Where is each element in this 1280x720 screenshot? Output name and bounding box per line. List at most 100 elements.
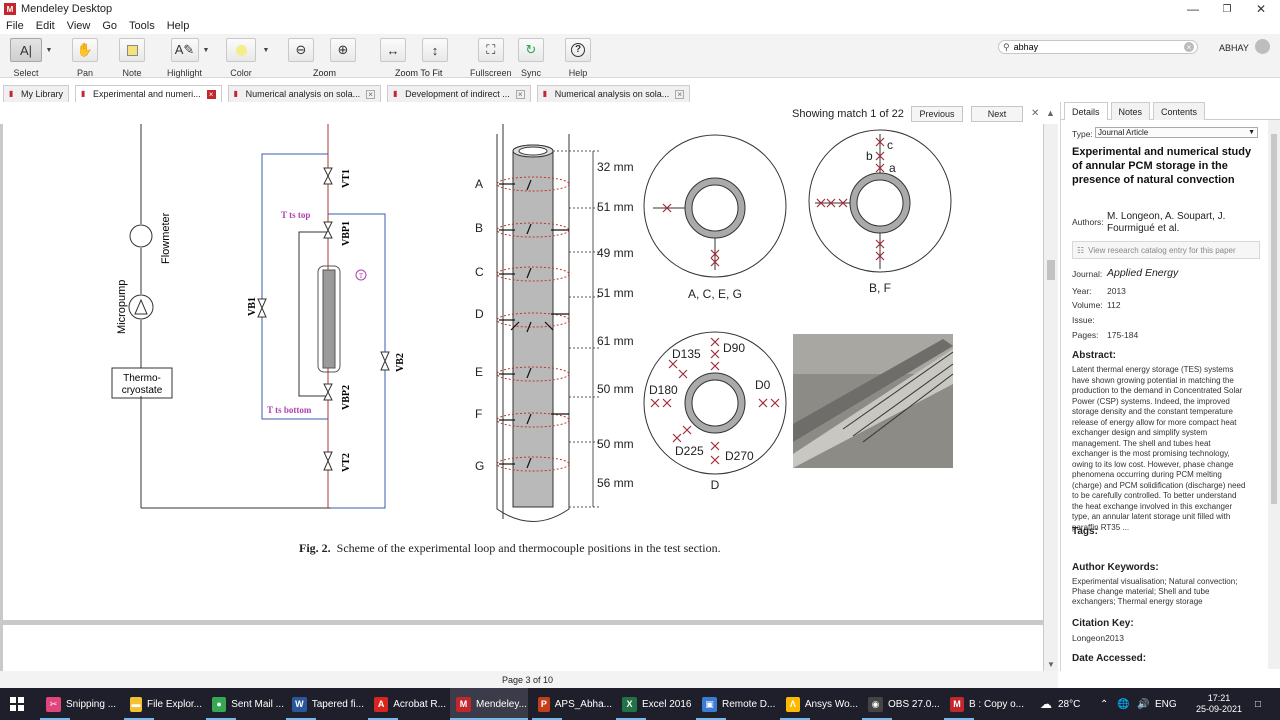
close-tab-icon[interactable]: × [206,89,216,99]
tab-my-library[interactable]: ▮ My Library [3,85,70,102]
tab-details[interactable]: Details [1064,102,1108,120]
type-select[interactable]: Journal Article▼ [1095,127,1258,138]
angle-label: D180 [649,383,678,397]
minimize-button[interactable]: — [1176,0,1210,18]
app-icon: ▬ [130,696,142,712]
running-indicator [862,718,892,720]
highlight-tool[interactable]: A✎ Highlight [167,38,202,78]
pdf-viewer[interactable]: Flowmeter Micropump Thermo- cryostate VT… [0,124,1058,671]
help-button[interactable]: ? Help [565,38,591,78]
language-indicator[interactable]: ENG [1155,688,1177,720]
highlight-dropdown[interactable]: ▼ [201,38,211,62]
section-letter-f: F [475,407,482,421]
maximize-button[interactable]: ❐ [1210,0,1244,18]
year-value[interactable]: 2013 [1107,286,1126,296]
start-button[interactable] [10,688,24,720]
dimension-label: 61 mm [597,334,634,348]
close-search-icon[interactable]: ✕ [1031,108,1040,119]
journal-value[interactable]: Applied Energy [1107,267,1179,279]
type-label: Type: [1072,129,1093,139]
citation-key-value[interactable]: Longeon2013 [1072,633,1125,643]
chevron-down-icon: ▼ [202,46,210,54]
select-tool[interactable]: A| Select [10,38,42,78]
clock[interactable]: 17:21 25-09-2021 [1190,688,1248,720]
tray-overflow[interactable]: ⌃ [1100,688,1108,720]
close-tab-icon[interactable]: × [675,89,685,99]
cross-section-bf [808,129,952,273]
taskbar-app[interactable]: ◉OBS 27.0... [862,688,940,720]
avatar[interactable] [1255,39,1270,54]
scrollbar-thumb[interactable] [1271,134,1277,504]
color-dropdown[interactable]: ▼ [261,38,271,62]
taskbar-app[interactable]: ●Sent Mail ... [206,688,284,720]
user-name[interactable]: ABHAY [1219,43,1249,53]
zoom-in-button[interactable]: ⊕ [330,38,356,62]
pages-value[interactable]: 175-184 [1107,330,1139,340]
section-letter-g: G [475,459,484,473]
library-icon: ▮ [9,89,14,98]
notifications-button[interactable]: □ [1255,688,1261,720]
keywords-value[interactable]: Experimental visualisation; Natural conv… [1072,577,1238,606]
fullscreen-button[interactable]: ⛶ Fullscreen [470,38,512,78]
close-window-button[interactable]: ✕ [1244,0,1278,18]
color-tool[interactable]: Color [226,38,256,78]
menu-tools[interactable]: Tools [129,20,155,32]
viewer-scrollbar[interactable]: ▼ [1044,124,1058,671]
pdf-page-next [3,625,1043,671]
scroll-up-icon[interactable]: ▲ [1046,108,1055,118]
menu-help[interactable]: Help [166,20,190,32]
abstract-text[interactable]: Latent thermal energy storage (TES) syst… [1072,365,1246,532]
search-box[interactable]: ⚲ × [998,40,1198,54]
previous-match-button[interactable]: Previous [911,106,963,122]
menu-bar: File Edit View Go Tools Help [0,18,1280,34]
catalog-entry-link[interactable]: ☷View research catalog entry for this pa… [1072,241,1260,259]
tab-development[interactable]: ▮ Development of indirect ... × [387,85,531,102]
document-title[interactable]: Experimental and numerical study of annu… [1072,146,1252,186]
search-input[interactable] [1013,42,1174,52]
tab-numerical-1[interactable]: ▮ Numerical analysis on sola... × [227,85,382,102]
menu-file[interactable]: File [6,20,24,32]
scroll-down-icon[interactable]: ▼ [1047,660,1055,669]
clear-search-icon[interactable]: × [1184,42,1194,52]
menu-view[interactable]: View [66,20,91,32]
taskbar-app[interactable]: ▣Remote D... [696,688,776,720]
tab-contents[interactable]: Contents [1153,102,1206,120]
authors-value[interactable]: M. Longeon, A. Soupart, J. Fourmigué et … [1107,211,1226,234]
tab-notes[interactable]: Notes [1110,102,1151,120]
taskbar-app[interactable]: ✂Snipping ... [40,688,120,720]
cross-section-d [643,331,787,475]
pan-tool[interactable]: ✋ Pan [72,38,98,78]
details-scrollbar[interactable] [1268,120,1280,669]
close-tab-icon[interactable]: × [366,89,376,99]
fit-height-button[interactable]: ↕ [422,38,448,62]
scrollbar-thumb[interactable] [1047,260,1055,280]
help-label: Help [568,68,588,78]
next-match-button[interactable]: Next [971,106,1023,122]
select-dropdown[interactable]: ▼ [44,38,54,62]
details-panel: Details Notes Contents Type: Journal Art… [1060,102,1280,671]
select-text-icon: A| [10,38,42,62]
zoom-out-button[interactable]: ⊖ [288,38,314,62]
tab-experimental[interactable]: ▮ Experimental and numeri... × [75,85,222,102]
tab-numerical-2[interactable]: ▮ Numerical analysis on sola... × [536,85,691,102]
speaker-icon: 🔊 [1137,698,1150,710]
volume-value[interactable]: 112 [1107,300,1121,310]
fit-width-button[interactable]: ↔ [380,38,406,62]
network-tray[interactable]: 🌐 [1117,688,1129,720]
weather-widget[interactable]: ☁ 28°C [1040,688,1080,720]
taskbar-app-label: Ansys Wo... [804,698,858,710]
volume-tray[interactable]: 🔊 [1137,688,1149,720]
sync-button[interactable]: ↻ Sync [518,38,544,78]
close-tab-icon[interactable]: × [515,89,525,99]
taskbar-app[interactable]: ▬File Explor... [124,688,202,720]
menu-go[interactable]: Go [102,20,118,32]
note-tool[interactable]: Note [119,38,145,78]
menu-edit[interactable]: Edit [35,20,55,32]
